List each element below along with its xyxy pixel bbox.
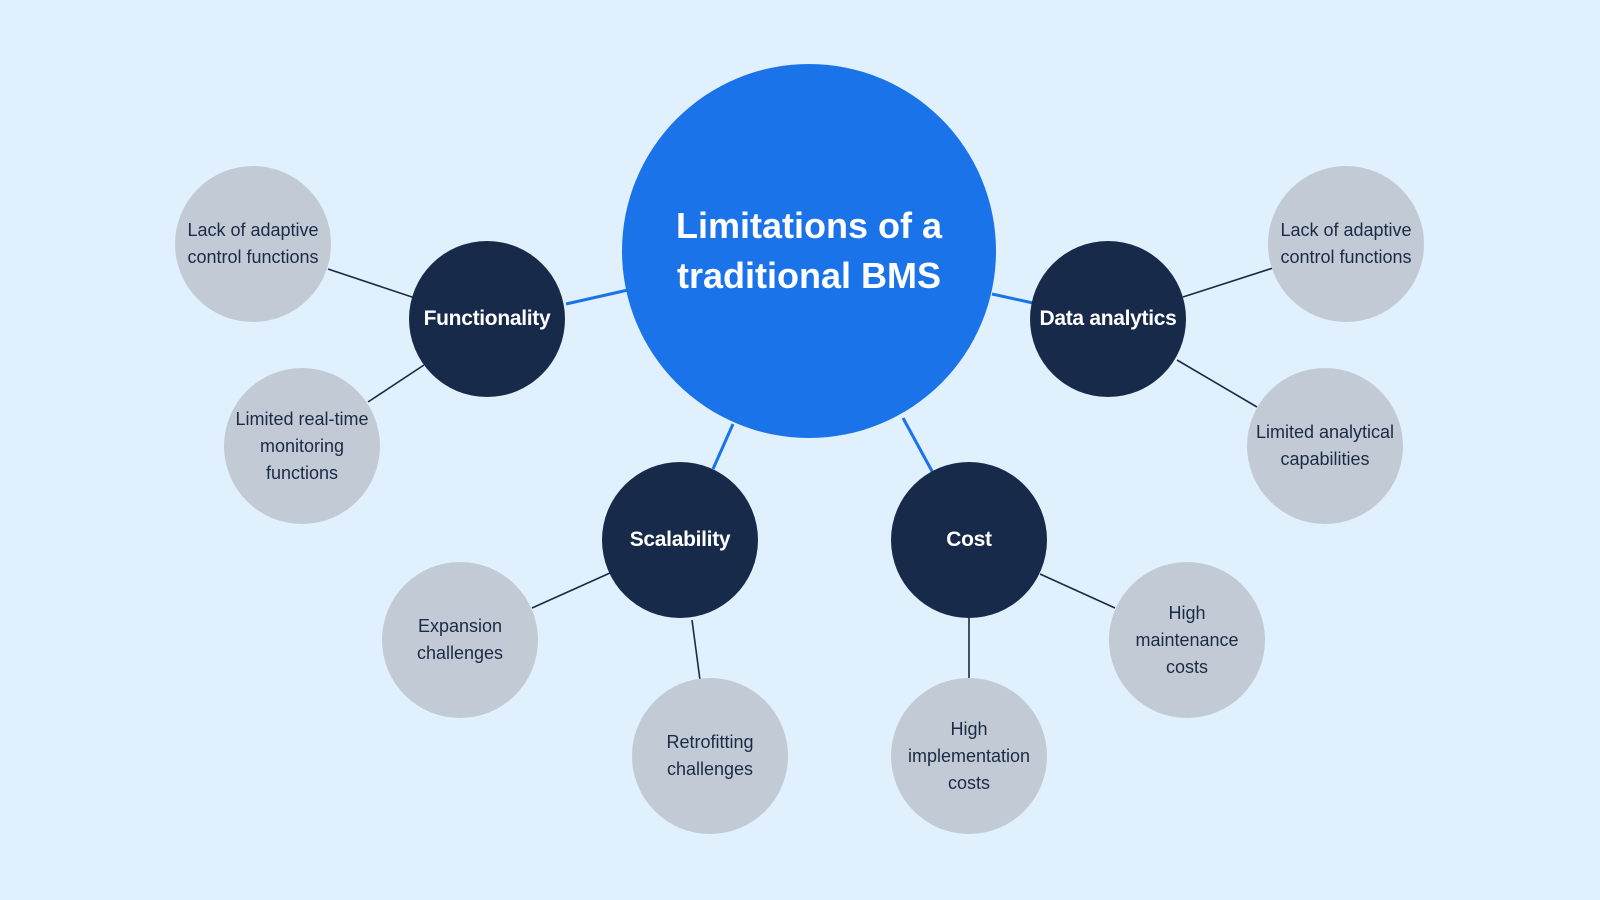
leaf-node: High maintenance costs bbox=[1109, 562, 1265, 718]
link-scalability-leaf-1 bbox=[531, 572, 611, 609]
leaf-label: Limited analytical capabilities bbox=[1255, 422, 1395, 469]
leaf-node: Limited analytical capabilities bbox=[1247, 368, 1403, 524]
leaf-node: Limited real-time monitoring functions bbox=[224, 368, 380, 524]
category-node-scalability: Scalability bbox=[602, 462, 758, 618]
leaf-node: High implementation costs bbox=[891, 678, 1047, 834]
leaf-label: Lack of adaptive control functions bbox=[187, 220, 319, 267]
link-functionality-leaf-1 bbox=[327, 268, 416, 299]
link-center-data-analytics bbox=[991, 292, 1034, 305]
link-data-analytics-leaf-2 bbox=[1176, 359, 1258, 408]
link-center-cost bbox=[901, 417, 935, 474]
leaf-node: Lack of adaptive control functions bbox=[175, 166, 331, 322]
leaf-node: Retrofitting challenges bbox=[632, 678, 788, 834]
link-cost-leaf-2 bbox=[1039, 573, 1116, 609]
category-node-functionality: Functionality bbox=[409, 241, 565, 397]
link-data-analytics-leaf-1 bbox=[1182, 267, 1274, 298]
leaf-label: Expansion challenges bbox=[416, 616, 504, 663]
category-label: Cost bbox=[946, 528, 992, 551]
leaf-label: Lack of adaptive control functions bbox=[1280, 220, 1412, 267]
leaf-label: Retrofitting challenges bbox=[666, 732, 754, 779]
leaf-label: Limited real-time monitoring functions bbox=[235, 408, 369, 483]
leaf-label: High implementation costs bbox=[907, 718, 1031, 793]
category-node-data-analytics: Data analytics bbox=[1030, 241, 1186, 397]
link-center-functionality bbox=[565, 288, 629, 306]
category-label: Data analytics bbox=[1039, 307, 1177, 330]
link-functionality-leaf-2 bbox=[367, 364, 425, 403]
category-node-cost: Cost bbox=[891, 462, 1047, 618]
link-center-scalability bbox=[711, 423, 735, 470]
category-label: Scalability bbox=[629, 528, 731, 551]
category-label: Functionality bbox=[423, 307, 551, 330]
center-node: Limitations of a traditional BMS bbox=[622, 64, 996, 438]
leaf-node: Lack of adaptive control functions bbox=[1268, 166, 1424, 322]
link-scalability-leaf-2 bbox=[691, 619, 701, 681]
center-title: Limitations of a traditional BMS bbox=[675, 205, 942, 296]
leaf-node: Expansion challenges bbox=[382, 562, 538, 718]
leaf-label: High maintenance costs bbox=[1135, 602, 1239, 677]
